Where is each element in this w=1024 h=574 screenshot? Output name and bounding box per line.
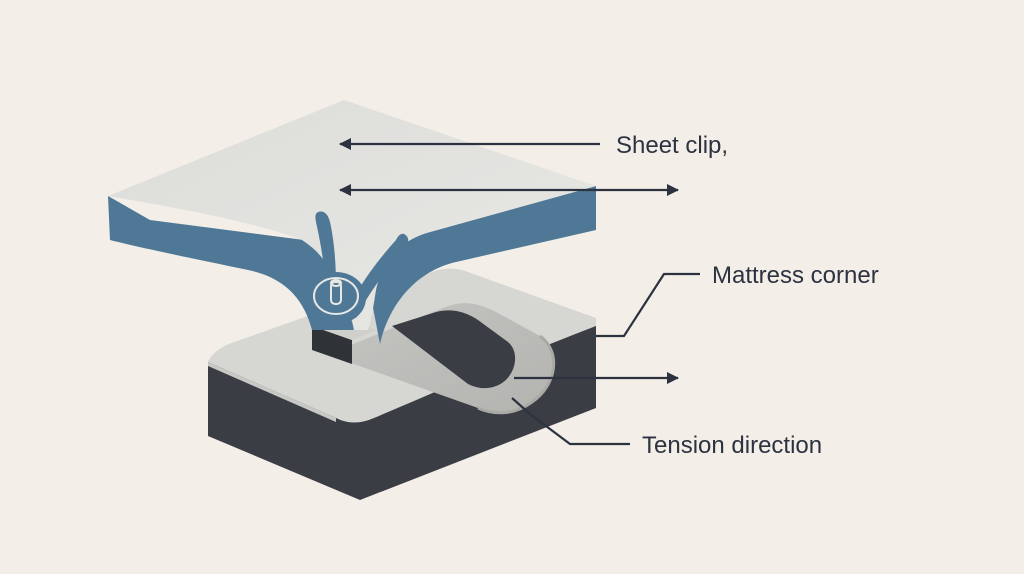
annotation-lines: [339, 138, 700, 446]
clip-base-block: [312, 326, 352, 364]
label-sheet-clip: Sheet clip,: [616, 132, 728, 159]
slab-blue-side-right: [370, 186, 596, 344]
clip-prongs: [250, 211, 409, 324]
sheet-clip-top-slab: [108, 100, 596, 344]
clip-pin: [330, 281, 342, 305]
slab-blue-side: [108, 196, 354, 330]
clip-hub-rim: [313, 277, 359, 315]
slab-top-surface: [108, 100, 596, 330]
label-mattress-corner: Mattress corner: [712, 262, 879, 289]
clip-pin-cap: [330, 279, 342, 287]
clip-prong-center: [315, 211, 336, 286]
clip-hub: [306, 272, 366, 324]
channel-slot: [392, 310, 516, 389]
label-tension-direction: Tension direction: [642, 432, 822, 459]
base-left-edge: [208, 362, 336, 422]
mattress-corner-leader: [596, 272, 700, 338]
tension-direction-leader: [511, 397, 630, 446]
channel-rim: [477, 334, 556, 415]
